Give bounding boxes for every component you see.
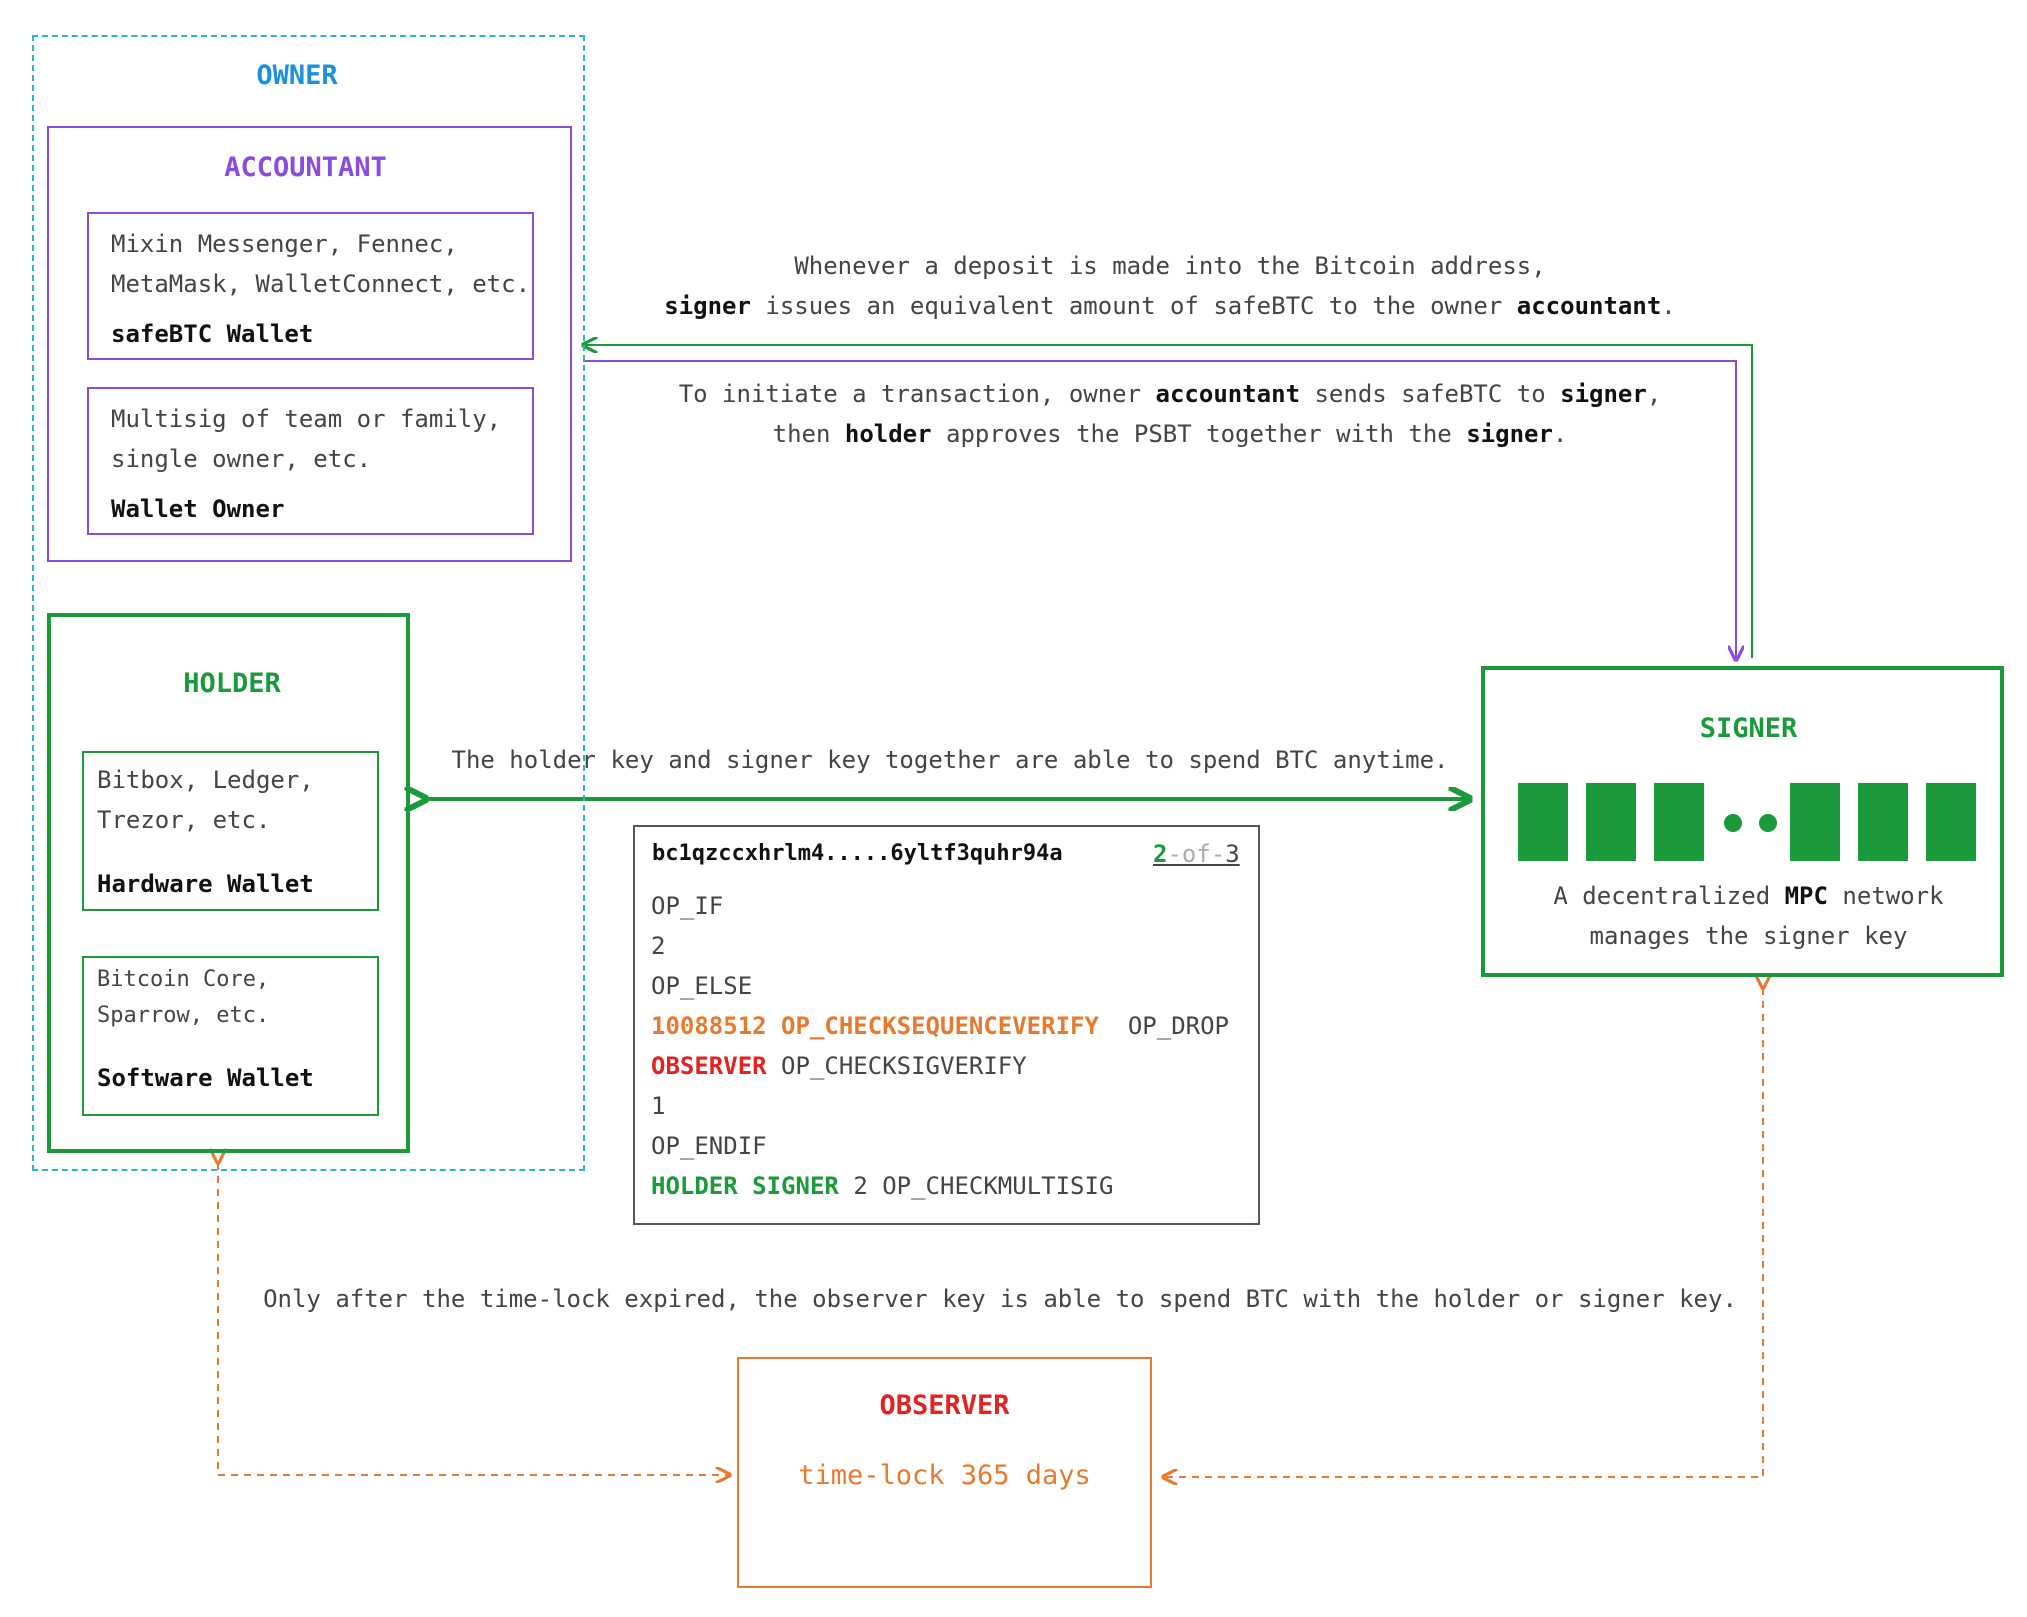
checksigverify-op: OP_CHECKSIGVERIFY — [781, 1052, 1027, 1080]
multisig-op: 2 OP_CHECKMULTISIG — [853, 1172, 1114, 1200]
owner-box — [32, 35, 585, 1171]
threshold-m: 3 — [1225, 840, 1240, 868]
safebtc-wallet-box — [87, 212, 534, 360]
software-wallet-name: Software Wallet — [97, 1064, 314, 1092]
drop-op: OP_DROP — [1127, 1012, 1229, 1040]
signer-title: SIGNER — [1699, 713, 1798, 744]
accountant-box — [47, 126, 572, 562]
signer-desc-line2: manages the signer key — [1589, 922, 1908, 950]
signer-desc-pre: A decentralized — [1553, 882, 1771, 910]
software-wallet-text: Bitcoin Core, Sparrow, etc. Software Wal… — [97, 962, 314, 1096]
script-body: OP_IF 2 OP_ELSE 10088512 OP_CHECKSEQUENC… — [651, 886, 1229, 1206]
script-line-observer: OBSERVER OP_CHECKSIGVERIFY — [651, 1046, 1229, 1086]
observer-timelock: time-lock 365 days — [798, 1460, 1091, 1491]
accountant-title: ACCOUNTANT — [224, 152, 387, 183]
observer-caption: Only after the time-lock expired, the ob… — [263, 1285, 1737, 1313]
script-line-else: OP_ELSE — [651, 972, 753, 1000]
tx-caption2-end: . — [1552, 420, 1568, 448]
tx-caption-signer: signer — [1560, 380, 1647, 408]
deposit-caption-line1: Whenever a deposit is made into the Bitc… — [794, 252, 1546, 280]
tx-caption-pre: To initiate a transaction, owner — [678, 380, 1142, 408]
tx-caption2-pre: then — [772, 420, 831, 448]
wallet-owner-line1: Multisig of team or family, — [111, 405, 502, 433]
safebtc-wallet-line2: MetaMask, WalletConnect, etc. — [111, 270, 531, 298]
observer-title: OBSERVER — [879, 1390, 1010, 1421]
mpc-node-bar-icon — [1858, 783, 1908, 861]
mpc-node-bar-icon — [1654, 783, 1704, 861]
holder-observer-connector — [218, 1163, 730, 1475]
script-line-1: 1 — [651, 1092, 666, 1120]
deposit-caption-accountant: accountant — [1516, 292, 1662, 320]
holder-key: HOLDER — [651, 1172, 738, 1200]
owner-title: OWNER — [256, 60, 338, 91]
deposit-caption-mid: issues an equivalent amount of safeBTC t… — [765, 292, 1503, 320]
threshold-n: 2 — [1153, 840, 1168, 868]
signer-desc-bold: MPC — [1784, 882, 1828, 910]
wallet-owner-line2: single owner, etc. — [111, 445, 372, 473]
signer-key: SIGNER — [752, 1172, 839, 1200]
tx-caption-end: , — [1646, 380, 1662, 408]
deposit-caption: Whenever a deposit is made into the Bitc… — [580, 246, 1760, 326]
signer-desc-post: network — [1842, 882, 1944, 910]
mpc-network-graphic — [1518, 783, 1978, 861]
mpc-node-bar-icon — [1586, 783, 1636, 861]
tx-caption-mid: sends safeBTC to — [1314, 380, 1546, 408]
observer-box — [737, 1357, 1152, 1588]
csv-op: OP_CHECKSEQUENCEVERIFY — [781, 1012, 1099, 1040]
transaction-connector — [583, 360, 1736, 660]
hardware-wallet-name: Hardware Wallet — [97, 870, 314, 898]
wallet-owner-text: Multisig of team or family, single owner… — [111, 399, 501, 529]
mpc-node-bar-icon — [1518, 783, 1568, 861]
signer-observer-connector — [1163, 988, 1763, 1477]
deposit-connector — [583, 345, 1753, 658]
safebtc-wallet-line1: Mixin Messenger, Fennec, — [111, 230, 458, 258]
software-wallet-box — [82, 956, 379, 1116]
script-threshold: 2-of-3 — [1153, 838, 1240, 870]
mpc-node-dot-icon — [1759, 814, 1777, 832]
holder-box — [47, 613, 410, 1153]
tx-caption2-mid: approves the PSBT together with the — [946, 420, 1452, 448]
holder-title: HOLDER — [183, 668, 281, 699]
transaction-caption: To initiate a transaction, owner account… — [580, 374, 1760, 454]
hardware-wallet-text: Bitbox, Ledger, Trezor, etc. Hardware Wa… — [97, 760, 314, 904]
script-line-multisig: HOLDER SIGNER 2 OP_CHECKMULTISIG — [651, 1166, 1229, 1206]
deposit-caption-end: . — [1661, 292, 1676, 320]
hardware-wallet-line1: Bitbox, Ledger, — [97, 766, 314, 794]
csv-value: 10088512 — [651, 1012, 767, 1040]
mpc-node-bar-icon — [1790, 783, 1840, 861]
safebtc-wallet-name: safeBTC Wallet — [111, 320, 314, 348]
mpc-node-bar-icon — [1926, 783, 1976, 861]
deposit-caption-signer: signer — [664, 292, 751, 320]
wallet-owner-name: Wallet Owner — [111, 495, 285, 523]
hardware-wallet-box — [82, 751, 379, 911]
threshold-of: -of- — [1167, 840, 1226, 868]
script-box — [633, 825, 1260, 1225]
tx-caption-accountant: accountant — [1155, 380, 1301, 408]
script-line-if: OP_IF — [651, 892, 724, 920]
observer-key: OBSERVER — [651, 1052, 767, 1080]
script-line-csv: 10088512 OP_CHECKSEQUENCEVERIFY OP_DROP — [651, 1006, 1229, 1046]
mpc-node-dot-icon — [1724, 814, 1742, 832]
signer-description: A decentralized MPC network manages the … — [1481, 876, 2016, 956]
safebtc-wallet-text: Mixin Messenger, Fennec, MetaMask, Walle… — [111, 224, 530, 354]
software-wallet-line1: Bitcoin Core, — [97, 967, 270, 992]
tx-caption2-signer: signer — [1466, 420, 1553, 448]
script-address: bc1qzccxhrlm4.....6yltf3quhr94a — [652, 841, 1063, 866]
hardware-wallet-line2: Trezor, etc. — [97, 806, 271, 834]
script-line-2: 2 — [651, 932, 666, 960]
tx-caption2-holder: holder — [844, 420, 932, 448]
script-line-endif: OP_ENDIF — [651, 1132, 767, 1160]
signer-box — [1481, 666, 2004, 977]
wallet-owner-box — [87, 387, 534, 535]
holder-signer-caption: The holder key and signer key together a… — [451, 746, 1449, 774]
software-wallet-line2: Sparrow, etc. — [97, 1003, 270, 1028]
